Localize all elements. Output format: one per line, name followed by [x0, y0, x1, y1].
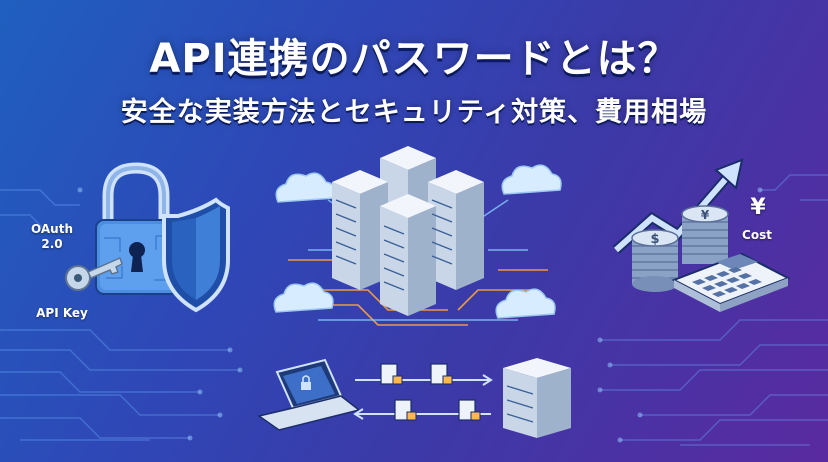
cost-illustration: $ ¥	[612, 158, 791, 312]
cloud-icon	[495, 288, 556, 319]
document-lock-icon	[380, 363, 403, 385]
yen-symbol: ¥	[750, 195, 766, 220]
cloud-icon	[275, 172, 336, 203]
cost-label: Cost	[742, 228, 772, 242]
server-icon	[380, 194, 436, 316]
coin-stack-icon: $	[631, 229, 679, 292]
document-lock-icon	[458, 399, 481, 421]
oauth-label: OAuth	[31, 222, 73, 236]
shield-icon	[162, 197, 230, 313]
laptop-icon	[257, 358, 361, 431]
cloud-icon	[273, 282, 334, 313]
server-icon	[503, 358, 571, 438]
document-lock-icon	[430, 363, 453, 385]
document-lock-icon	[394, 399, 417, 421]
page-title: API連携のパスワードとは？	[149, 36, 679, 82]
page-subtitle: 安全な実装方法とセキュリティ対策、費用相場	[120, 97, 708, 128]
security-illustration	[65, 162, 230, 313]
coin-stack-icon: ¥	[681, 205, 729, 264]
padlock-icon	[95, 162, 179, 295]
key-icon	[65, 256, 123, 291]
data-exchange-illustration	[257, 358, 571, 438]
svg-text:$: $	[650, 232, 659, 247]
api-key-label: API Key	[36, 306, 88, 320]
cloud-icon	[501, 164, 562, 195]
oauth-version-label: 2.0	[41, 237, 63, 251]
calculator-icon	[671, 252, 791, 312]
svg-text:¥: ¥	[701, 208, 710, 222]
server-cluster-illustration	[273, 146, 562, 326]
